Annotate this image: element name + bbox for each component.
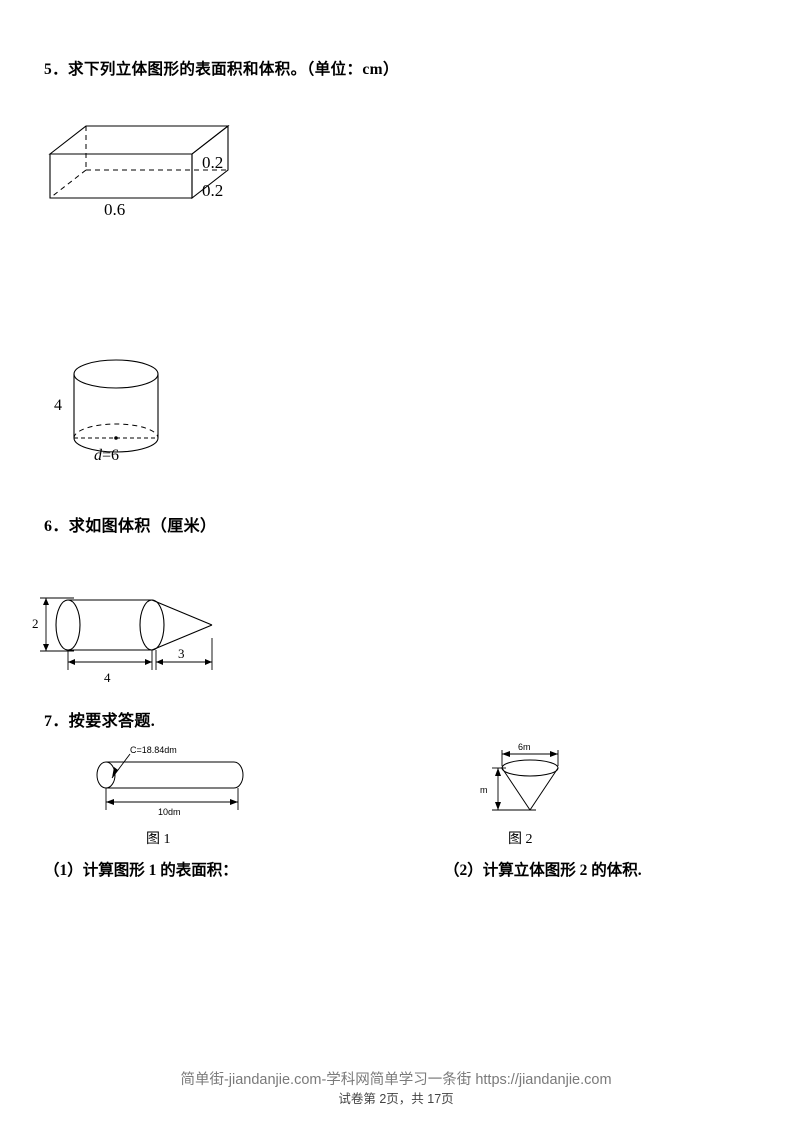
cylinder-diameter-label: d=6: [94, 447, 119, 464]
figure-cylinder: 4 d=6: [52, 348, 187, 466]
question-7-sub-2: （2）计算立体图形 2 的体积.: [444, 862, 642, 879]
question-5-heading: 5．求下列立体图形的表面积和体积。（单位：cm）: [44, 61, 399, 78]
cylinder-height-label: 4: [54, 397, 62, 414]
question-7-heading: 7．按要求答题.: [44, 713, 156, 730]
cuboid-height-label: 0.2: [202, 153, 223, 172]
figure-cuboid: 0.2 0.2 0.6: [34, 112, 234, 217]
cuboid-depth-label: 0.2: [202, 181, 223, 200]
question-7-sub-1: （1）计算图形 1 的表面积：: [44, 862, 238, 879]
figure-2-inverted-cone: 6m m: [462, 738, 582, 820]
figure-1-length-label: 10dm: [158, 807, 181, 817]
cuboid-length-label: 0.6: [104, 200, 125, 217]
figure-2-diameter-label: 6m: [518, 742, 531, 752]
bullet-cylinder-length-label: 4: [104, 670, 111, 683]
footer-watermark: 简单街-jiandanjie.com-学科网简单学习一条街 https://ji…: [180, 1072, 612, 1088]
bullet-cone-length-label: 3: [178, 646, 185, 661]
figure-cylinder-cone: 2 4 3: [30, 578, 245, 683]
bullet-diameter-label: 2: [32, 616, 39, 631]
question-6-heading: 6．求如图体积（厘米）: [44, 518, 217, 535]
figure-1-caption: 图 1: [146, 832, 171, 847]
figure-1-circumference-label: C=18.84dm: [130, 745, 177, 755]
figure-2-caption: 图 2: [508, 832, 533, 847]
footer-page-number: 试卷第 2页，共 17页: [338, 1092, 454, 1106]
figure-1-horizontal-cylinder: C=18.84dm 10dm: [92, 740, 262, 818]
figure-2-height-label: m: [480, 785, 488, 795]
